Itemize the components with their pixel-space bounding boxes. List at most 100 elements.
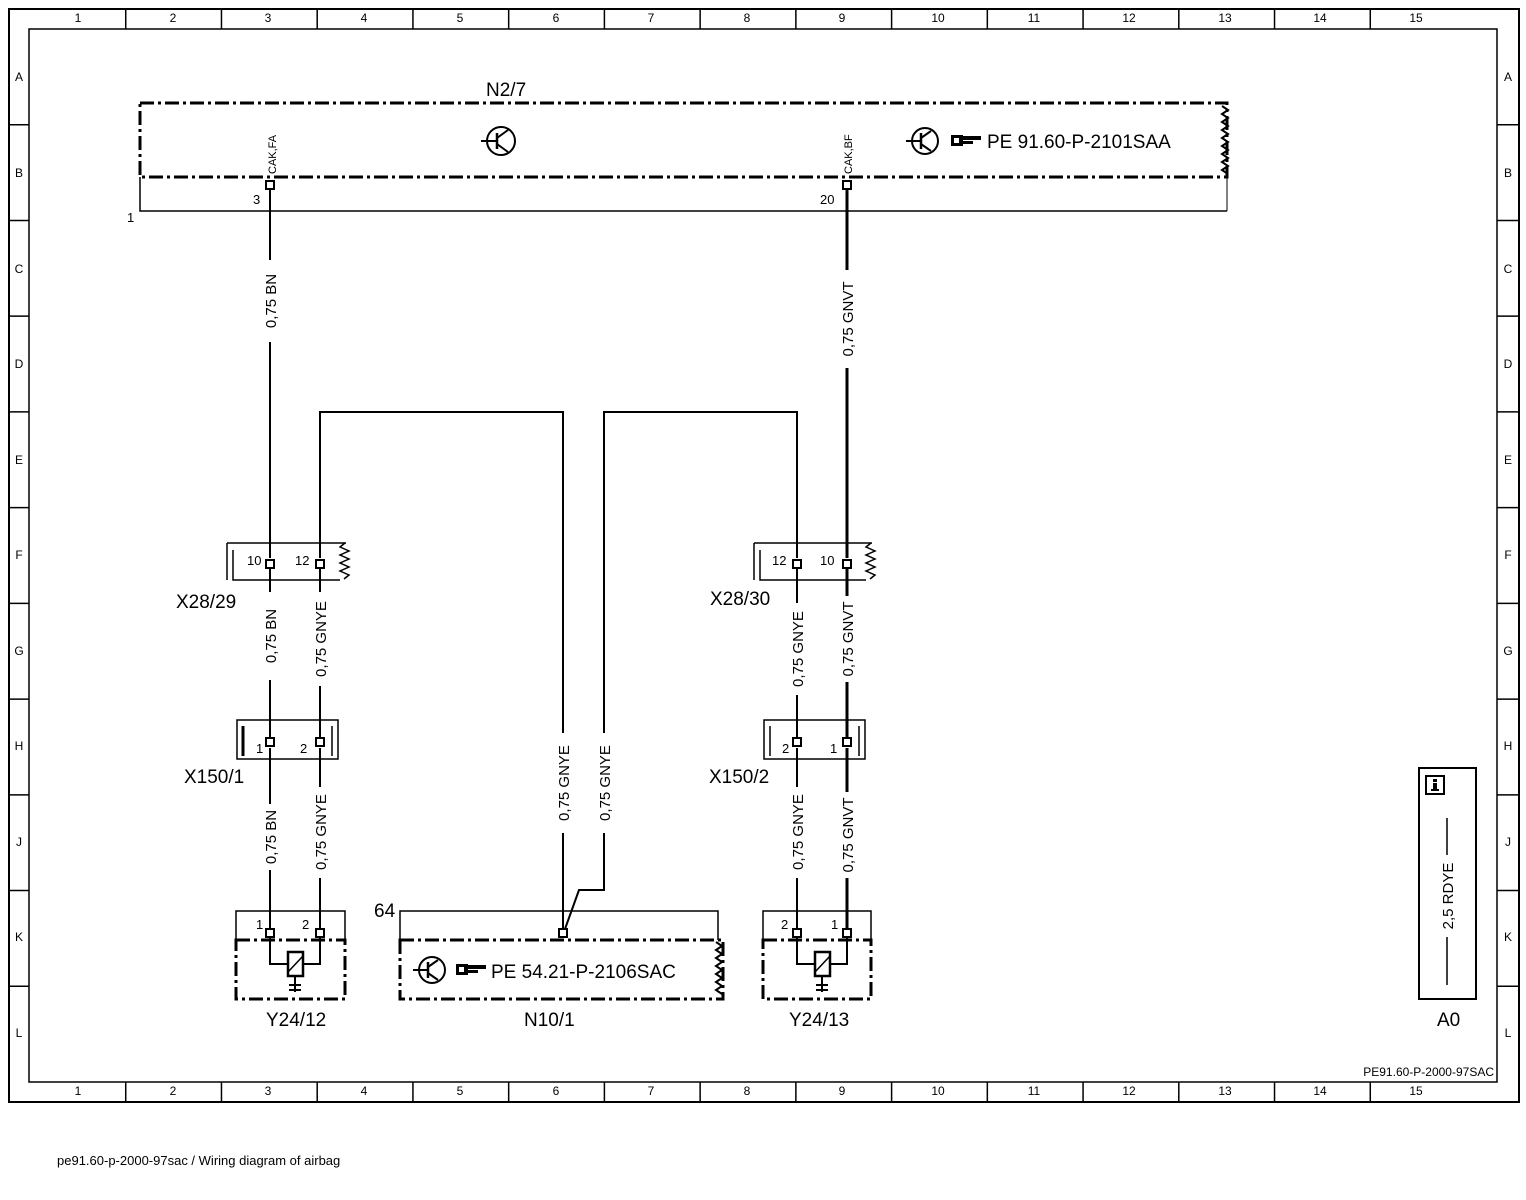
- n2-7-ref-transistor-icon: [906, 127, 939, 155]
- component-n2-7[interactable]: N2/7 1 PE 91.60-P-2101SAA 3: [127, 80, 1230, 225]
- wire-label-bn-2: 0,75 BN: [263, 609, 280, 663]
- n2-7-signal-fa: CAK,FA: [267, 134, 279, 174]
- inner-frame: [28, 28, 1498, 1083]
- grid-col-top-7: 7: [648, 11, 655, 25]
- connector-x150-2[interactable]: 2 1 X150/2: [709, 719, 866, 788]
- n2-7-transistor-symbol: [481, 126, 516, 156]
- info-icon: [1425, 775, 1445, 795]
- grid-row-right-D: D: [1504, 357, 1513, 371]
- wire-label-gnye-2: 0,75 GNYE: [313, 601, 330, 677]
- n2-7-signal-bf: CAK,BF: [843, 134, 855, 174]
- grid-col-bottom-11: 11: [1028, 1084, 1041, 1098]
- grid-col-bottom-9: 9: [839, 1084, 846, 1098]
- x28-29-break-mark: [338, 542, 351, 580]
- wire-label-gnvt-1: 0,75 GNVT: [840, 281, 857, 356]
- x28-30-pin-a: 12: [772, 553, 786, 568]
- n2-7-pin-bf-terminal: [842, 180, 852, 190]
- wire-label-gnye-3: 0,75 GNYE: [313, 794, 330, 870]
- grid-row-right-L: L: [1505, 1026, 1512, 1040]
- grid-row-left-G: G: [14, 644, 23, 658]
- n2-7-ref[interactable]: PE 91.60-P-2101SAA: [987, 132, 1171, 153]
- y24-12-pin-b: 2: [302, 917, 309, 932]
- x150-1-pin-a: 1: [256, 741, 263, 756]
- x150-2-label: X150/2: [709, 767, 769, 788]
- grid-col-bottom-6: 6: [553, 1084, 560, 1098]
- grid-ticks: [9, 9, 1519, 1102]
- x28-29-label: X28/29: [176, 592, 236, 613]
- y24-12-label: Y24/12: [266, 1010, 326, 1031]
- n10-1-pin: 64: [374, 901, 396, 922]
- x28-30-pin-b: 10: [820, 553, 834, 568]
- grid-col-top-10: 10: [931, 11, 945, 25]
- info-box-a0[interactable]: 2,5 RDYE A0: [1418, 767, 1477, 1031]
- grid-col-bottom-7: 7: [648, 1084, 655, 1098]
- component-y24-12[interactable]: 1 2 Y24/12: [234, 910, 347, 1031]
- grid-row-right-E: E: [1504, 453, 1512, 467]
- grid-col-bottom-2: 2: [170, 1084, 177, 1098]
- wire-label-gnye-6: 0,75 GNYE: [790, 611, 807, 687]
- x28-30-break-mark: [864, 542, 877, 580]
- x28-30-label: X28/30: [710, 589, 770, 610]
- grid-col-bottom-4: 4: [361, 1084, 368, 1098]
- component-n10-1[interactable]: 64 PE 54.21-P-2106SAC N10/1: [374, 901, 725, 1031]
- grid-col-bottom-3: 3: [265, 1084, 272, 1098]
- grid-col-top-11: 11: [1028, 11, 1041, 25]
- y24-13-solenoid-icon: [796, 937, 848, 992]
- grid-col-bottom-15: 15: [1409, 1084, 1423, 1098]
- component-y24-13[interactable]: 2 1 Y24/13: [761, 910, 873, 1031]
- y24-13-pin-a: 2: [781, 917, 788, 932]
- grid-col-top-2: 2: [170, 11, 177, 25]
- grid-row-left-E: E: [15, 453, 23, 467]
- connector-x150-1[interactable]: 1 2 X150/1: [184, 719, 339, 788]
- info-box-label: A0: [1437, 1010, 1460, 1031]
- x28-29-pin-a: 10: [247, 553, 261, 568]
- grid-col-bottom-8: 8: [744, 1084, 751, 1098]
- grid-row-left-H: H: [15, 739, 24, 753]
- n2-7-housing: [138, 101, 1229, 179]
- n2-7-label: N2/7: [486, 80, 526, 101]
- x150-2-pin-b: 1: [830, 741, 837, 756]
- n2-7-break-mark: [1220, 105, 1230, 175]
- y24-12-pin-a: 1: [256, 917, 263, 932]
- grid-col-top-9: 9: [839, 11, 846, 25]
- y24-12-solenoid-icon: [269, 937, 321, 992]
- wire-label-gnvt-3: 0,75 GNVT: [840, 797, 857, 872]
- outer-frame: [8, 8, 1520, 1103]
- wire-label-bn-3: 0,75 BN: [263, 810, 280, 864]
- grid-row-left-B: B: [15, 166, 23, 180]
- drawing-code: PE91.60-P-2000-97SAC: [1363, 1065, 1494, 1079]
- grid-col-top-13: 13: [1218, 11, 1232, 25]
- grid-col-bottom-10: 10: [931, 1084, 945, 1098]
- grid-col-top-3: 3: [265, 11, 272, 25]
- n2-7-pointing-hand-icon: [951, 135, 981, 146]
- grid-row-left-A: A: [15, 70, 23, 84]
- grid-col-top-15: 15: [1409, 11, 1423, 25]
- connector-x28-30[interactable]: 12 10 X28/30: [710, 542, 877, 610]
- grid-row-right-H: H: [1504, 739, 1513, 753]
- grid-row-left-D: D: [15, 357, 24, 371]
- grid-col-top-14: 14: [1313, 11, 1327, 25]
- grid-row-right-G: G: [1503, 644, 1512, 658]
- wire-labels: 0,75 BN 0,75 GNVT 0,75 BN 0,75 GNYE 0,75…: [263, 274, 857, 873]
- wire-label-gnye-7: 0,75 GNYE: [790, 794, 807, 870]
- grid-col-top-12: 12: [1122, 11, 1136, 25]
- grid-col-top-6: 6: [553, 11, 560, 25]
- grid-row-left-L: L: [16, 1026, 23, 1040]
- grid-col-top-4: 4: [361, 11, 368, 25]
- y24-13-pin-b: 1: [831, 917, 838, 932]
- connector-x28-29[interactable]: 10 12 X28/29: [176, 542, 351, 613]
- n2-7-pin-fa-terminal: [265, 180, 275, 190]
- n10-1-ref[interactable]: PE 54.21-P-2106SAC: [491, 962, 676, 983]
- wire-label-gnye-4: 0,75 GNYE: [556, 745, 573, 821]
- n10-1-pointing-hand-icon: [456, 964, 486, 975]
- grid-row-left-C: C: [15, 262, 24, 276]
- grid-col-bottom-14: 14: [1313, 1084, 1327, 1098]
- grid-row-right-K: K: [1504, 930, 1512, 944]
- wire-label-bn-1: 0,75 BN: [263, 274, 280, 328]
- grid-row-right-B: B: [1504, 166, 1512, 180]
- grid-row-left-J: J: [16, 835, 22, 849]
- grid-row-left-K: K: [15, 930, 23, 944]
- grid-row-right-F: F: [1504, 548, 1511, 562]
- grid-row-left-F: F: [15, 548, 22, 562]
